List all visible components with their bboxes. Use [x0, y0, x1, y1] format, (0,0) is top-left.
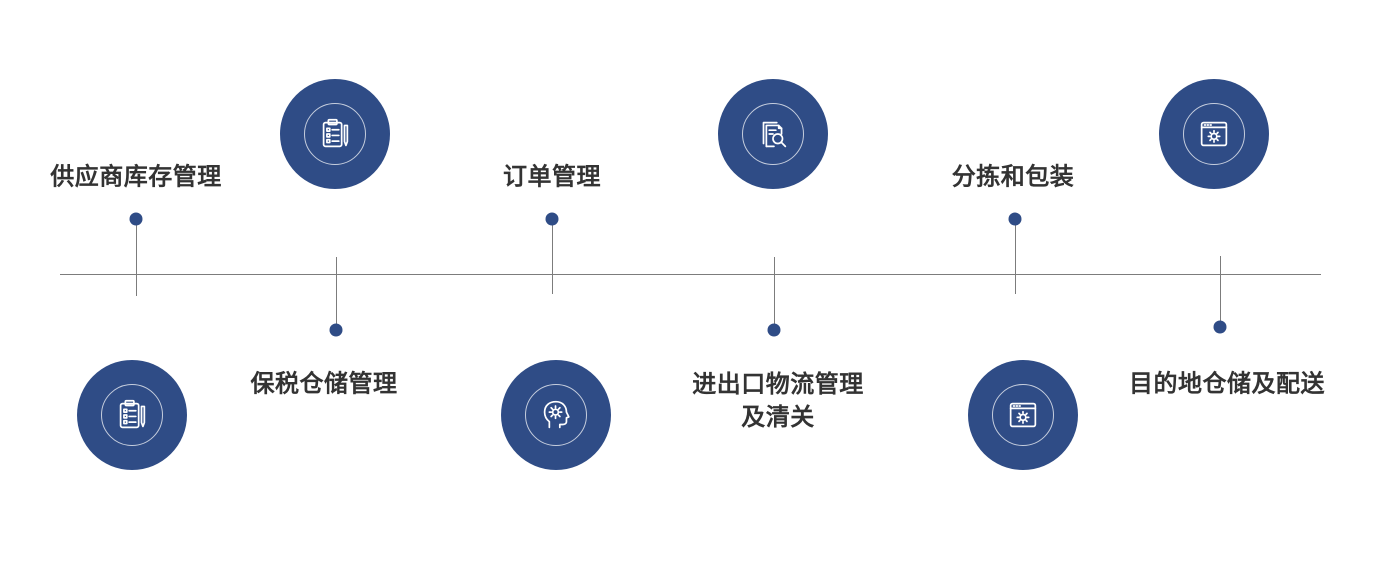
step-5-label: 分拣和包装: [951, 162, 1075, 191]
step-1-label: 供应商库存管理: [50, 162, 222, 191]
step-4-dot: [767, 323, 781, 337]
step-2-icon-circle: [280, 79, 390, 189]
step-3-icon-ring: [525, 384, 587, 446]
checklist-icon: [322, 118, 349, 148]
timeline-axis: [60, 274, 1321, 275]
window-gear-icon: [1200, 121, 1228, 147]
step-3-tick: [552, 219, 553, 294]
step-3-icon-circle: [501, 360, 611, 470]
document-search-icon: [762, 121, 787, 148]
step-4-label: 进出口物流管理 及清关: [692, 368, 864, 434]
step-2-icon-ring: [304, 103, 366, 165]
step-1-dot: [129, 212, 143, 226]
step-4-tick: [774, 257, 775, 330]
step-2-dot: [329, 323, 343, 337]
step-6-icon-ring: [1183, 103, 1245, 165]
step-2-tick: [336, 257, 337, 330]
checklist-icon: [119, 399, 146, 429]
step-3-dot: [545, 212, 559, 226]
window-gear-icon: [1009, 402, 1037, 428]
step-2-label: 保税仓储管理: [250, 369, 398, 398]
step-6-label: 目的地仓储及配送: [1129, 369, 1325, 398]
step-4-icon-circle: [718, 79, 828, 189]
step-1-tick: [136, 219, 137, 296]
step-6-dot: [1213, 320, 1227, 334]
step-6-tick: [1220, 256, 1221, 328]
step-4-label-line-1: 进出口物流管理: [692, 370, 864, 398]
step-1-icon-ring: [101, 384, 163, 446]
step-6-icon-circle: [1159, 79, 1269, 189]
step-5-icon-circle: [968, 360, 1078, 470]
step-3-label: 订单管理: [503, 162, 601, 191]
brain-gear-icon: [543, 400, 570, 429]
step-5-icon-ring: [992, 384, 1054, 446]
step-4-label-line-2: 及清关: [741, 403, 815, 431]
step-5-dot: [1008, 212, 1022, 226]
step-4-icon-ring: [742, 103, 804, 165]
step-5-tick: [1015, 219, 1016, 294]
step-1-icon-circle: [77, 360, 187, 470]
